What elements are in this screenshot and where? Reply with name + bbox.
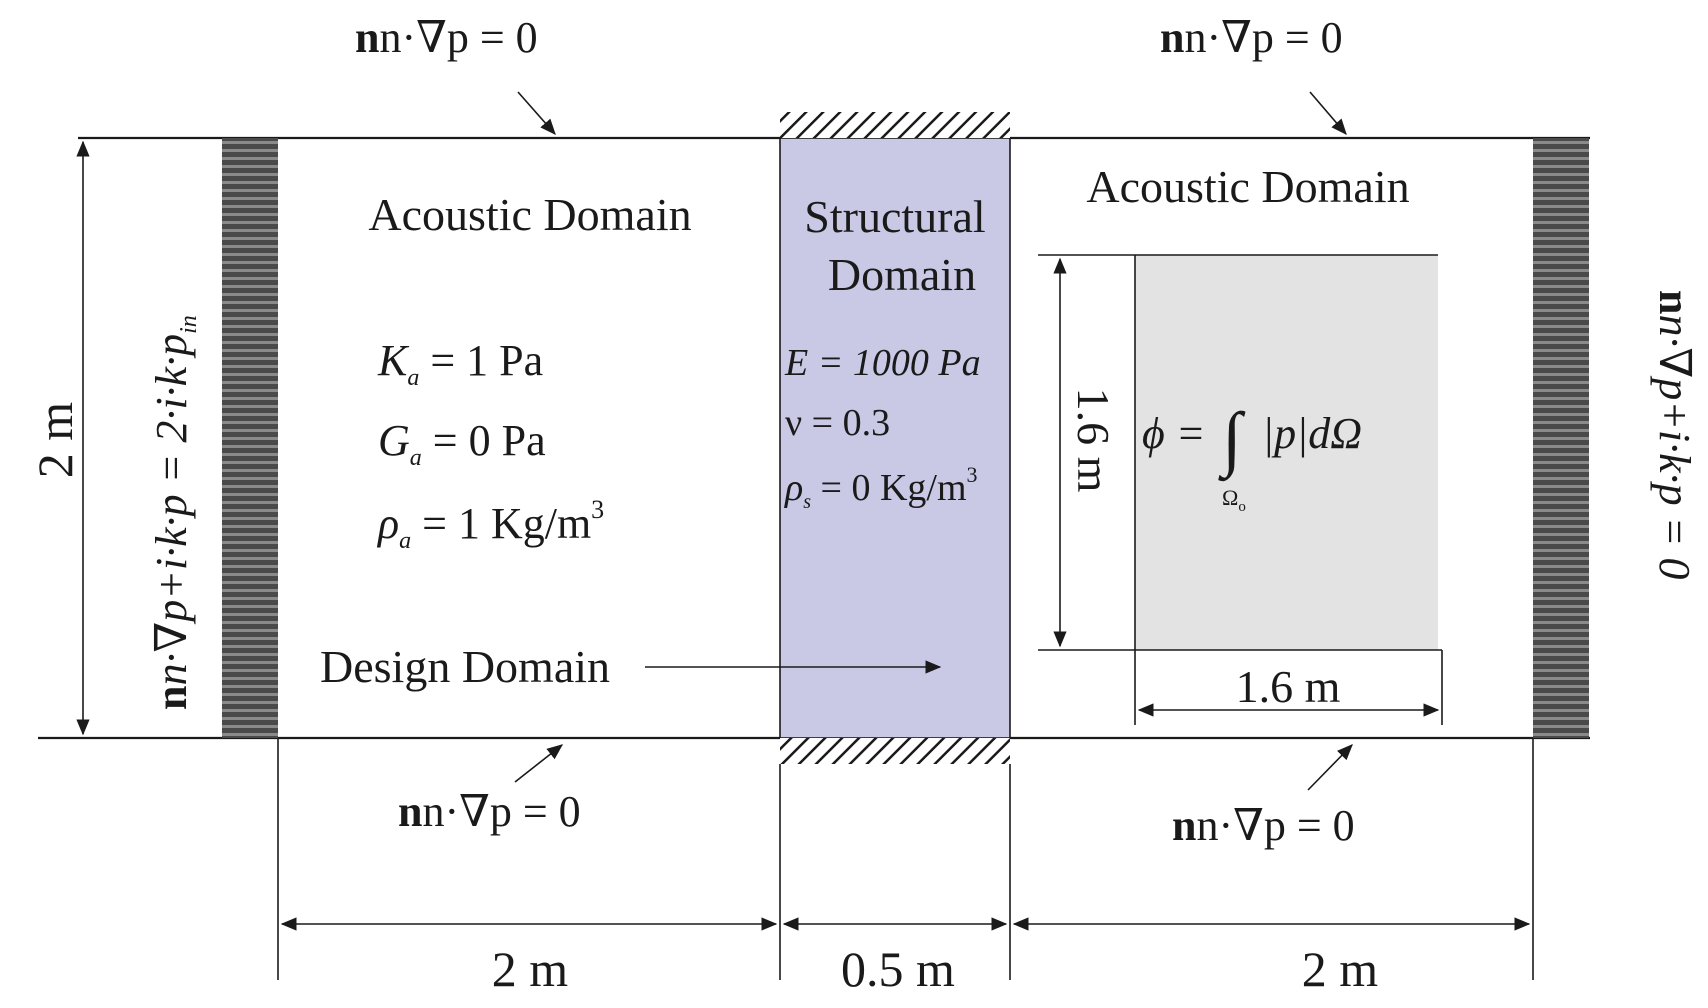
prop-youngs-modulus: E = 1000 Pa (784, 342, 981, 384)
dim-obj-width-label: 1.6 m (1236, 661, 1341, 712)
right-absorbing-boundary (1533, 138, 1589, 738)
dim-obj-height-label: 1.6 m (1068, 388, 1119, 493)
objective-integral-sign: ∫ (1218, 398, 1246, 482)
prop-acoustic-density: ρa = 1 Kg/m3 (376, 495, 604, 554)
prop-structural-density: ρs = 0 Kg/m3 (784, 462, 978, 513)
design-domain-label: Design Domain (320, 641, 610, 692)
bc-bottom-left: nn·∇p = 0 (398, 787, 581, 836)
dim-height-label: 2 m (27, 402, 83, 479)
bc-top-left-arrow (517, 91, 556, 136)
bc-left-inlet: nn·∇p+i·k·p = 2·i·k·pin (147, 315, 202, 710)
objective-integrand: |p|dΩ (1262, 409, 1362, 458)
acoustic-domain-right-label: Acoustic Domain (1086, 161, 1409, 212)
structural-domain-label-2: Domain (828, 249, 976, 300)
acoustic-domain-left-label: Acoustic Domain (368, 189, 691, 240)
top-clamp-hatch (780, 112, 1010, 138)
objective-integration-domain: Ωo (1222, 485, 1246, 515)
bc-top-right-arrow (1309, 91, 1347, 136)
bc-bottom-left-arrow (514, 744, 564, 783)
dim-structure-width-label: 0.5 m (841, 941, 955, 997)
prop-shear-modulus: Ga = 0 Pa (378, 416, 546, 471)
objective-domain (1135, 255, 1438, 650)
bc-bottom-right-arrow (1307, 744, 1353, 791)
prop-poisson-ratio: ν = 0.3 (785, 402, 890, 444)
bc-bottom-right: nn·∇p = 0 (1172, 801, 1355, 850)
bc-top-left: nn·∇p = 0 (355, 13, 538, 62)
bc-top-right: nn·∇p = 0 (1160, 13, 1343, 62)
dim-left-width-label: 2 m (492, 941, 569, 997)
prop-bulk-modulus: Ka = 1 Pa (377, 336, 543, 391)
left-absorbing-boundary (222, 138, 278, 738)
bc-right-outlet: nn·∇p+i·k·p = 0 (1650, 290, 1699, 579)
structural-domain-label-1: Structural (804, 191, 985, 242)
bottom-clamp-hatch (780, 738, 1010, 764)
structural-domain (779, 137, 1011, 739)
dim-right-width-label: 2 m (1302, 941, 1379, 997)
objective-lhs: ϕ = (1142, 409, 1205, 458)
